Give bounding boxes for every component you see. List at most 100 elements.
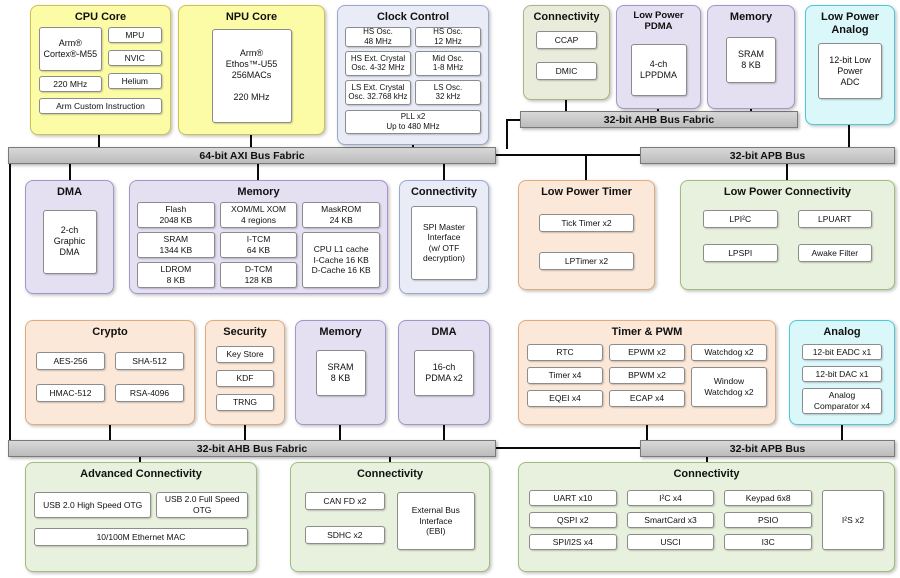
cpu-helium: Helium bbox=[107, 72, 162, 89]
ebi: External Bus Interface (EBI) bbox=[396, 491, 475, 550]
mem-sram: SRAM 1344 KB bbox=[137, 231, 215, 258]
connector-timerpwm-apb bbox=[646, 424, 648, 441]
pdma-channels: 16-ch PDMA x2 bbox=[414, 349, 474, 396]
connector-pdma-ahb bbox=[443, 424, 445, 441]
bus-ahb-top: 32-bit AHB Bus Fabric bbox=[520, 111, 798, 128]
clock-hs-osc-48: HS Osc. 48 MHz bbox=[345, 26, 411, 47]
connector-connmid-ahb bbox=[389, 456, 391, 463]
memory-main-title: Memory bbox=[237, 186, 280, 198]
block-analog: Analog 12-bit EADC x1 12-bit DAC x1 Anal… bbox=[789, 320, 895, 425]
cpu-core-chip: Arm® Cortex®-M55 bbox=[39, 26, 102, 71]
bpwm: BPWM x2 bbox=[609, 366, 685, 384]
memory-lp-title: Memory bbox=[729, 11, 773, 23]
i2c: I²C x4 bbox=[626, 489, 715, 506]
block-connectivity-camera: Connectivity CCAP DMIC bbox=[523, 5, 610, 100]
block-low-power-timer: Low Power Timer Tick Timer x2 LPTimer x2 bbox=[518, 180, 655, 290]
npu-chip: Arm® Ethos™-U55 256MACs 220 MHz bbox=[211, 28, 292, 123]
connector-spi-axi bbox=[443, 163, 445, 181]
connector-clock-axi bbox=[412, 143, 414, 149]
timer: Timer x4 bbox=[527, 366, 603, 384]
connector-memsec-ahb bbox=[339, 424, 341, 441]
npu-core-title: NPU Core bbox=[225, 11, 278, 23]
mem-dtcm: D-TCM 128 KB bbox=[219, 261, 298, 288]
clock-pll: PLL x2 Up to 480 MHz bbox=[345, 109, 481, 134]
connector-advconn-ahb bbox=[139, 456, 141, 463]
sec-sram: SRAM 8 KB bbox=[315, 349, 366, 396]
connector-crypto-ahb bbox=[109, 424, 111, 441]
clock-hs-osc-12: HS Osc. 12 MHz bbox=[415, 26, 481, 47]
connector-analog-apb bbox=[841, 424, 843, 441]
lpi2c: LPI²C bbox=[703, 209, 778, 228]
connector-cpu-axi bbox=[98, 134, 100, 148]
npu-chip-label: Arm® Ethos™-U55 256MACs bbox=[225, 48, 278, 80]
eadc: 12-bit EADC x1 bbox=[802, 343, 882, 360]
connector-npu-axi bbox=[250, 134, 252, 148]
npu-freq: 220 MHz bbox=[233, 92, 270, 103]
connector-lppdma-ahb bbox=[657, 106, 659, 112]
connectivity-apb-title: Connectivity bbox=[673, 468, 740, 480]
lpspi: LPSPI bbox=[703, 243, 778, 262]
eqei: EQEI x4 bbox=[527, 389, 603, 407]
cpu-nvic: NVIC bbox=[107, 49, 162, 66]
block-low-power-connectivity: Low Power Connectivity LPI²C LPUART LPSP… bbox=[680, 180, 895, 290]
lp-sram: SRAM 8 KB bbox=[726, 36, 776, 83]
conn-ccap: CCAP bbox=[536, 30, 597, 49]
mem-maskrom: MaskROM 24 KB bbox=[302, 201, 381, 228]
memory-security-title: Memory bbox=[319, 326, 362, 338]
key-store: Key Store bbox=[216, 345, 274, 363]
low-power-connectivity-title: Low Power Connectivity bbox=[723, 186, 852, 198]
block-dma-graphic: DMA 2-ch Graphic DMA bbox=[25, 180, 114, 294]
bus-ahb-bottom: 32-bit AHB Bus Fabric bbox=[8, 440, 496, 457]
block-connectivity-spi: Connectivity SPI Master Interface (w/ OT… bbox=[399, 180, 489, 294]
connector-security-ahb bbox=[244, 424, 246, 441]
connector-ccap-ahb bbox=[565, 99, 567, 112]
epwm: EPWM x2 bbox=[609, 343, 685, 361]
block-dma-pdma: DMA 16-ch PDMA x2 bbox=[398, 320, 490, 425]
rtc: RTC bbox=[527, 343, 603, 361]
clock-control-title: Clock Control bbox=[376, 11, 450, 23]
mem-itcm: I-TCM 64 KB bbox=[219, 231, 298, 258]
connector-memory-axi bbox=[257, 163, 259, 181]
connector-lptimer-bus bbox=[585, 155, 587, 181]
sdhc: SDHC x2 bbox=[305, 525, 385, 544]
graphic-dma: 2-ch Graphic DMA bbox=[42, 209, 97, 274]
connectivity-mid-title: Connectivity bbox=[356, 468, 423, 480]
block-connectivity-apb: Connectivity UART x10 QSPI x2 SPI/I2S x4… bbox=[518, 462, 895, 572]
ethernet-mac: 10/100M Ethernet MAC bbox=[34, 527, 248, 546]
connector-lpconn-apb bbox=[786, 163, 788, 181]
uart: UART x10 bbox=[529, 489, 617, 506]
mem-l1-cache: CPU L1 cache I-Cache 16 KB D-Cache 16 KB bbox=[302, 231, 381, 288]
i3c: I3C bbox=[724, 533, 813, 550]
block-low-power-analog: Low Power Analog 12-bit Low Power ADC bbox=[805, 5, 895, 125]
crypto-title: Crypto bbox=[92, 326, 128, 338]
kdf: KDF bbox=[216, 369, 274, 387]
crypto-sha: SHA-512 bbox=[115, 351, 184, 370]
block-connectivity-mid: Connectivity CAN FD x2 SDHC x2 External … bbox=[290, 462, 490, 572]
awake-filter: Awake Filter bbox=[797, 243, 872, 262]
connector-ahb-apb-bridge bbox=[494, 447, 642, 449]
block-timer-pwm: Timer & PWM RTC Timer x4 EQEI x4 EPWM x2… bbox=[518, 320, 776, 425]
low-power-pdma-title: Low Power PDMA bbox=[633, 10, 684, 32]
crypto-aes: AES-256 bbox=[36, 351, 105, 370]
dac: 12-bit DAC x1 bbox=[802, 365, 882, 382]
usb-fs-otg: USB 2.0 Full Speed OTG bbox=[156, 491, 248, 518]
smartcard: SmartCard x3 bbox=[626, 511, 715, 528]
connector-axi-apb-bridge bbox=[494, 154, 642, 156]
connector-lpmemory-ahb bbox=[750, 106, 752, 112]
usci: USCI bbox=[626, 533, 715, 550]
psio: PSIO bbox=[724, 511, 813, 528]
analog-comparator: Analog Comparator x4 bbox=[802, 387, 882, 414]
connectivity-spi-title: Connectivity bbox=[410, 186, 477, 198]
crypto-hmac: HMAC-512 bbox=[36, 383, 105, 402]
bus-apb-top: 32-bit APB Bus bbox=[640, 147, 895, 164]
lp-adc: 12-bit Low Power ADC bbox=[818, 43, 882, 100]
can-fd: CAN FD x2 bbox=[305, 491, 385, 510]
low-power-timer-title: Low Power Timer bbox=[541, 186, 632, 198]
block-clock-control: Clock Control HS Osc. 48 MHz HS Osc. 12 … bbox=[337, 5, 489, 145]
qspi: QSPI x2 bbox=[529, 511, 617, 528]
block-memory-lp: Memory SRAM 8 KB bbox=[707, 5, 795, 109]
tick-timer: Tick Timer x2 bbox=[539, 213, 634, 232]
block-memory-main: Memory Flash 2048 KB SRAM 1344 KB LDROM … bbox=[129, 180, 388, 294]
cpu-core-freq: 220 MHz bbox=[39, 75, 102, 92]
